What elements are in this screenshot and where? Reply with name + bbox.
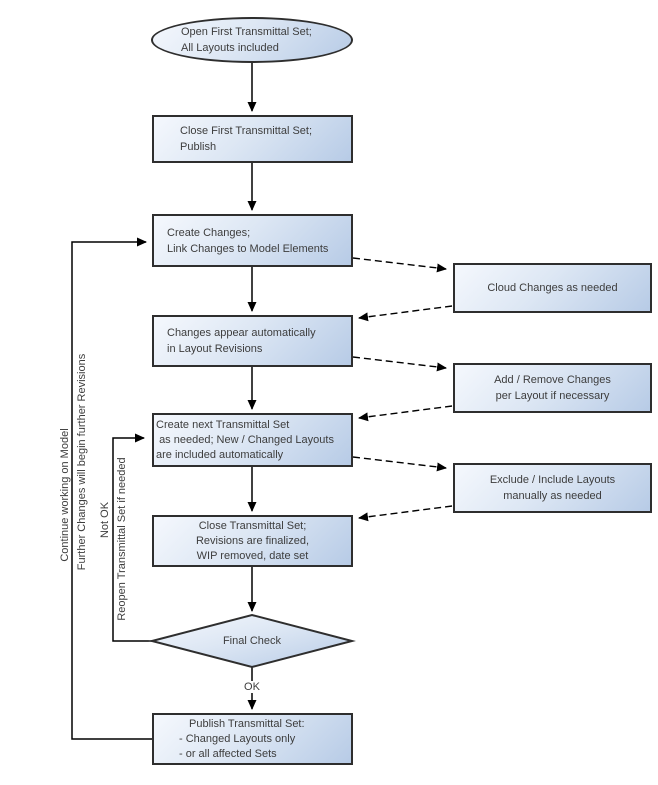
not-ok-edge-label: Not OK — [99, 501, 111, 539]
edge-publish-loop-to-create-changes — [71, 237, 152, 740]
node-final-check: Final Check — [152, 615, 352, 667]
node-create-next-set-label: Create next Transmittal Set as needed; N… — [156, 418, 334, 461]
node-exclude-include-layouts: Exclude / Include Layouts manually as ne… — [453, 463, 652, 513]
node-create-next-set: Create next Transmittal Set as needed; N… — [152, 413, 353, 467]
node-cloud-changes-label: Cloud Changes as needed — [487, 282, 618, 294]
node-start: Open First Transmittal Set; All Layouts … — [151, 17, 353, 63]
edge-add-remove-to-create-next — [358, 405, 453, 422]
ok-edge-label: OK — [241, 681, 263, 693]
edge-exclude-include-to-close-set — [358, 505, 453, 522]
edge-create-next-to-exclude-include — [352, 456, 447, 472]
final-check-diamond — [148, 613, 356, 669]
node-start-label: Open First Transmittal Set; All Layouts … — [181, 26, 312, 54]
node-publish-set-label: Publish Transmittal Set: - Changed Layou… — [179, 717, 305, 760]
node-create-changes: Create Changes; Link Changes to Model El… — [152, 214, 353, 267]
edge-cloud-to-changes-appear — [358, 305, 453, 322]
node-changes-appear-label: Changes appear automatically in Layout R… — [167, 327, 316, 355]
edge-notok-loop-to-create-next — [112, 433, 152, 642]
node-close-set-label: Close Transmittal Set; Revisions are fin… — [195, 519, 310, 562]
node-add-remove-changes-label: Add / Remove Changes per Layout if neces… — [494, 374, 611, 402]
edge-create-changes-to-cloud — [352, 257, 447, 273]
node-close-first-set-label: Close First Transmittal Set; Publish — [180, 125, 313, 153]
node-changes-appear: Changes appear automatically in Layout R… — [152, 315, 353, 367]
node-final-check-label: Final Check — [222, 635, 282, 647]
node-close-first-set: Close First Transmittal Set; Publish — [152, 115, 353, 163]
node-exclude-include-layouts-label: Exclude / Include Layouts manually as ne… — [489, 474, 616, 502]
continue-working-label: Continue working on Model — [59, 428, 71, 562]
reopen-set-label: Reopen Transmittal Set if needed — [116, 457, 128, 621]
node-add-remove-changes: Add / Remove Changes per Layout if neces… — [453, 363, 652, 413]
node-create-changes-label: Create Changes; Link Changes to Model El… — [167, 226, 329, 255]
node-close-set: Close Transmittal Set; Revisions are fin… — [152, 515, 353, 567]
node-publish-set: Publish Transmittal Set: - Changed Layou… — [152, 713, 353, 765]
further-changes-label: Further Changes will begin further Revis… — [76, 353, 88, 571]
node-cloud-changes: Cloud Changes as needed — [453, 263, 652, 313]
edge-changes-appear-to-add-remove — [352, 356, 447, 372]
